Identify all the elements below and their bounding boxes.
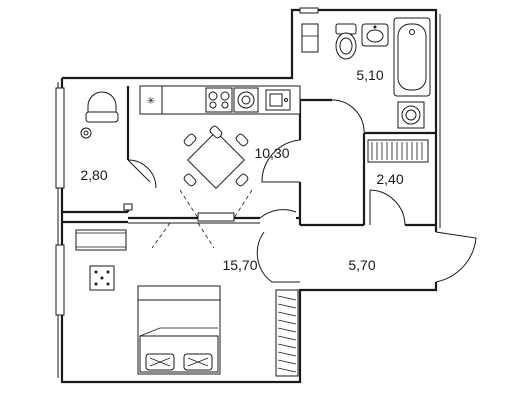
bed-icon [137, 285, 221, 375]
room-area-kitchen: 10,30 [254, 145, 289, 161]
door-swing-icon [261, 139, 301, 183]
nightstand-icon [89, 265, 115, 291]
table-with-chairs-icon [183, 125, 249, 189]
interior-walls [62, 86, 436, 227]
window-loggia [55, 87, 65, 189]
door-swing-icon [331, 99, 365, 133]
door-swing-icon [127, 159, 157, 189]
window-bedroom [55, 244, 65, 316]
washing-machine-icon [397, 101, 425, 129]
entrance-door-swing [435, 231, 477, 283]
bedroom-furniture [75, 229, 299, 377]
door-swing-icon [256, 231, 300, 283]
door-swing-icon [259, 209, 297, 219]
windows [55, 7, 319, 316]
sink-icon [265, 89, 291, 111]
opening-marks [151, 189, 253, 249]
wardrobe-icon [75, 229, 127, 251]
room-area-hallway: 5,70 [348, 257, 375, 273]
shoe-rack-icon [275, 289, 299, 377]
storage-rack-icon [367, 139, 429, 163]
stove-icon [205, 87, 233, 113]
sink-icon [361, 23, 389, 47]
armchair-icon [80, 91, 133, 211]
kitchen-counter: ✳ [139, 85, 301, 115]
svg-text:✳: ✳ [147, 96, 155, 107]
bathtub-icon [393, 17, 431, 97]
washing-machine-icon [233, 87, 259, 113]
window-bathroom [299, 7, 319, 14]
room-area-storage: 2,40 [376, 171, 403, 187]
room-area-bedroom: 15,70 [222, 257, 257, 273]
door-swing-icon [369, 189, 406, 226]
toilet-icon [335, 23, 357, 60]
room-area-bathroom: 5,10 [356, 67, 383, 83]
doors [127, 99, 477, 283]
room-area-loggia: 2,80 [80, 167, 107, 183]
room-labels: 5,10 10,30 2,80 2,40 15,70 5,70 [80, 67, 403, 273]
outer-walls [57, 8, 441, 384]
fridge-icon [139, 85, 163, 115]
bathroom-fixtures [301, 17, 431, 129]
